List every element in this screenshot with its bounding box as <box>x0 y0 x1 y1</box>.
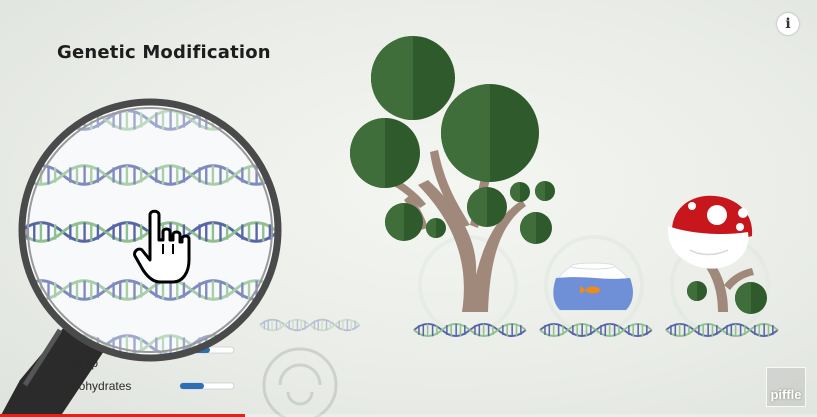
tree-icon <box>350 36 555 312</box>
info-icon: i <box>785 16 791 32</box>
dna-strand-faint <box>259 318 361 332</box>
nutrient-label-2: oohydrates <box>72 379 132 393</box>
video-progress-fill <box>0 414 246 417</box>
dial-icon <box>262 347 338 417</box>
video-progress-bar[interactable] <box>0 414 817 417</box>
fishbowl-icon <box>553 262 633 311</box>
hand-pointer-icon <box>133 209 191 284</box>
channel-watermark[interactable]: piffle <box>766 367 806 407</box>
nutrient-bar-2 <box>180 383 204 389</box>
nutrient-label-1: th sp <box>72 356 99 370</box>
fish-icon <box>580 286 600 294</box>
page-title: Genetic Modification <box>57 42 271 63</box>
watermark-text: piffle <box>770 387 802 402</box>
mushroom-icon <box>667 195 767 314</box>
info-button[interactable]: i <box>777 13 799 35</box>
